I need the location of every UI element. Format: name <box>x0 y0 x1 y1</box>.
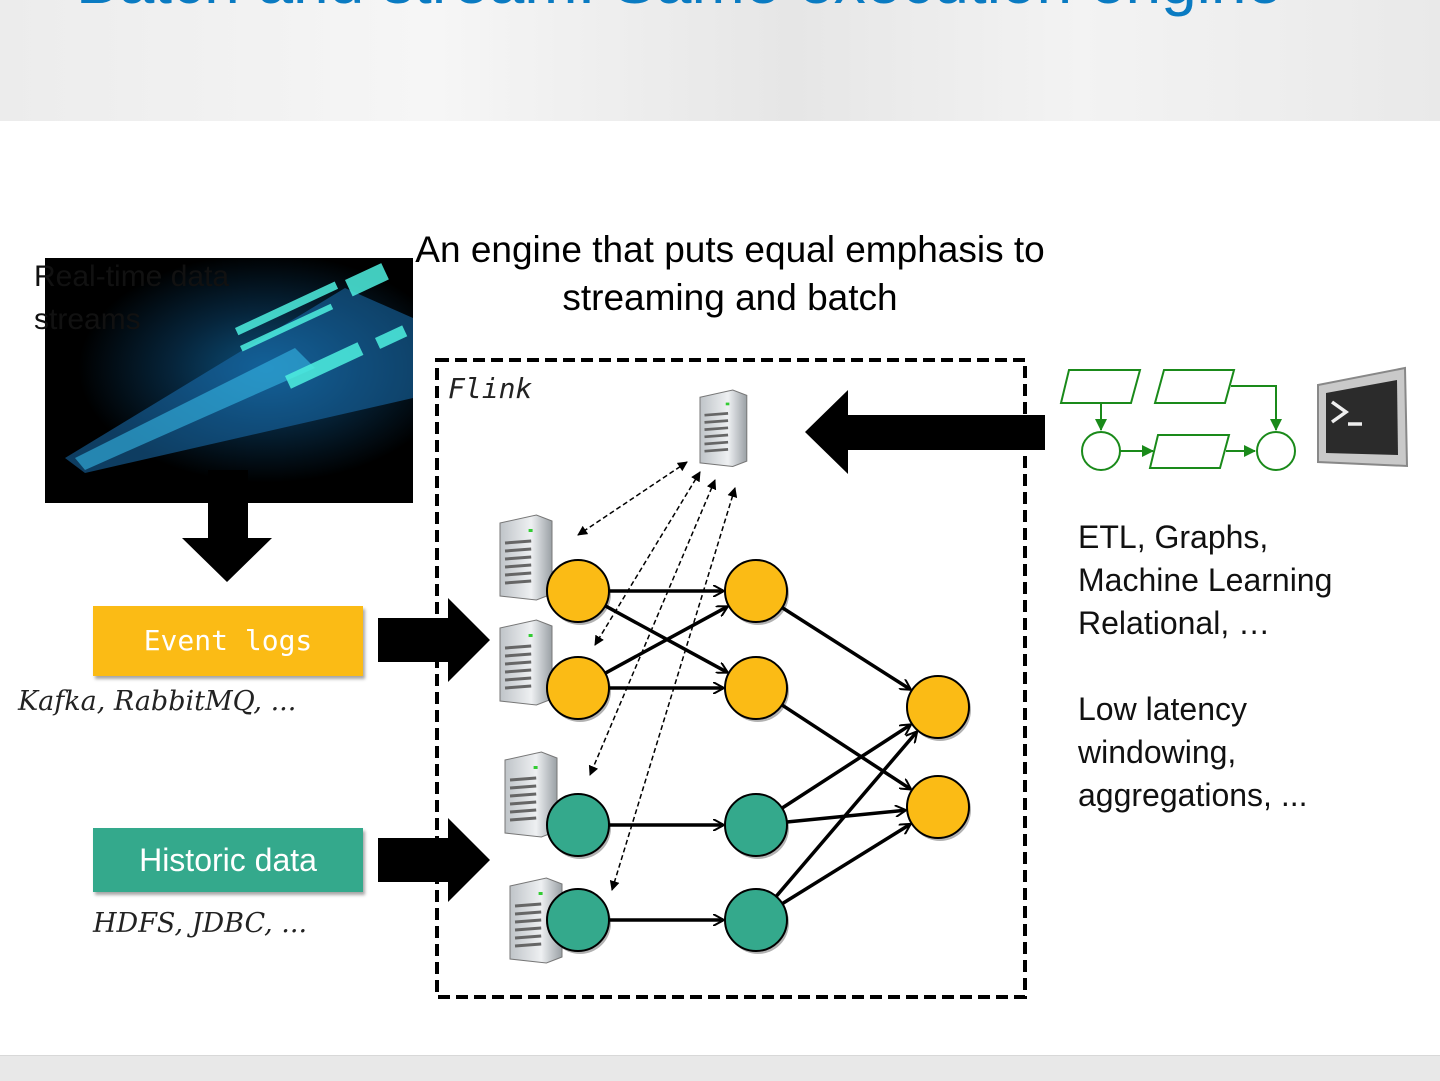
big-arrow-right-events <box>378 598 490 682</box>
server-led <box>725 402 730 406</box>
workload-line: Machine Learning <box>1078 562 1333 598</box>
operator-node <box>546 559 610 623</box>
server-vent <box>514 926 542 932</box>
server-vent <box>704 426 729 431</box>
server-led <box>533 766 538 769</box>
operator-node <box>906 675 970 739</box>
dataflow-edge <box>780 703 910 789</box>
operator-node <box>724 559 788 623</box>
flowchart-icon <box>1059 369 1296 471</box>
control-link <box>594 471 701 646</box>
server-icon <box>509 877 563 964</box>
slide-title: Batch and stream: Same execution engine <box>76 0 1376 20</box>
server-vent <box>504 539 532 545</box>
flink-engine-boundary <box>435 358 1027 999</box>
workloads-text: ETL, Graphs, Machine Learning Relational… <box>1078 516 1332 645</box>
server-vent <box>504 668 532 674</box>
server-vent <box>704 412 729 417</box>
big-arrow-right-historic <box>378 818 490 902</box>
server-vent <box>509 816 537 822</box>
operator-node <box>546 888 610 952</box>
server-icon <box>499 514 553 601</box>
server-led <box>528 529 533 532</box>
server-led <box>538 892 543 895</box>
server-vent <box>514 902 542 908</box>
terminal-icon <box>1317 366 1409 468</box>
server-icon <box>699 389 748 468</box>
control-link <box>577 461 688 536</box>
operator-node <box>546 793 610 857</box>
control-link <box>588 479 717 776</box>
operator-node <box>724 888 788 952</box>
server-icon <box>499 619 553 706</box>
workload-line: ETL, Graphs, <box>1078 519 1269 555</box>
server-vent <box>509 776 537 782</box>
server-vent <box>514 942 542 948</box>
server-vent <box>704 433 729 439</box>
server-vent <box>509 792 537 798</box>
operator-node <box>724 793 788 857</box>
slide-subtitle: An engine that puts equal emphasis to st… <box>415 229 1045 318</box>
server-led <box>528 634 533 637</box>
server-vent <box>504 579 532 585</box>
server-vent <box>509 800 537 806</box>
operator-node <box>724 656 788 720</box>
server-vent <box>514 910 542 916</box>
dataflow-edge <box>781 725 910 810</box>
server-vent <box>504 547 532 553</box>
historic-data-examples: HDFS, JDBC, ... <box>93 908 308 939</box>
slide-footer <box>0 1055 1440 1081</box>
server-vent <box>704 448 729 453</box>
realtime-streams-label: Real-time data streams <box>34 260 230 336</box>
server-vent <box>504 660 532 666</box>
server-vent <box>504 644 532 650</box>
big-arrow-down <box>182 470 272 582</box>
event-logs-box: Event logs <box>93 606 363 676</box>
streaming-line: aggregations, ... <box>1078 777 1308 813</box>
dataflow-edge <box>781 606 910 690</box>
operator-node <box>546 656 610 720</box>
streaming-line: windowing, <box>1078 734 1237 770</box>
operator-node <box>906 775 970 839</box>
data-stream-image <box>45 258 413 503</box>
streaming-text: Low latency windowing, aggregations, ... <box>1078 688 1307 817</box>
server-vent <box>504 555 532 561</box>
server-vent <box>504 563 532 569</box>
server-vent <box>509 808 537 814</box>
server-vent <box>504 684 532 690</box>
historic-data-box: Historic data <box>93 828 363 892</box>
server-vent <box>504 571 532 577</box>
slide-header: Batch and stream: Same execution engine <box>0 0 1440 121</box>
dataflow-edge <box>604 605 727 675</box>
server-vent <box>704 440 729 446</box>
flink-label: Flink <box>448 372 533 405</box>
big-arrow-left <box>805 390 1045 474</box>
dataflow-edge <box>774 732 916 898</box>
server-vent <box>504 676 532 682</box>
event-logs-examples: Kafka, RabbitMQ, ... <box>18 686 297 717</box>
server-vent <box>504 652 532 658</box>
server-vent <box>514 934 542 940</box>
server-vent <box>509 784 537 790</box>
server-vent <box>704 419 729 424</box>
server-vent <box>514 918 542 924</box>
dataflow-edge <box>781 824 910 906</box>
workload-line: Relational, … <box>1078 605 1271 641</box>
streaming-line: Low latency <box>1078 691 1247 727</box>
